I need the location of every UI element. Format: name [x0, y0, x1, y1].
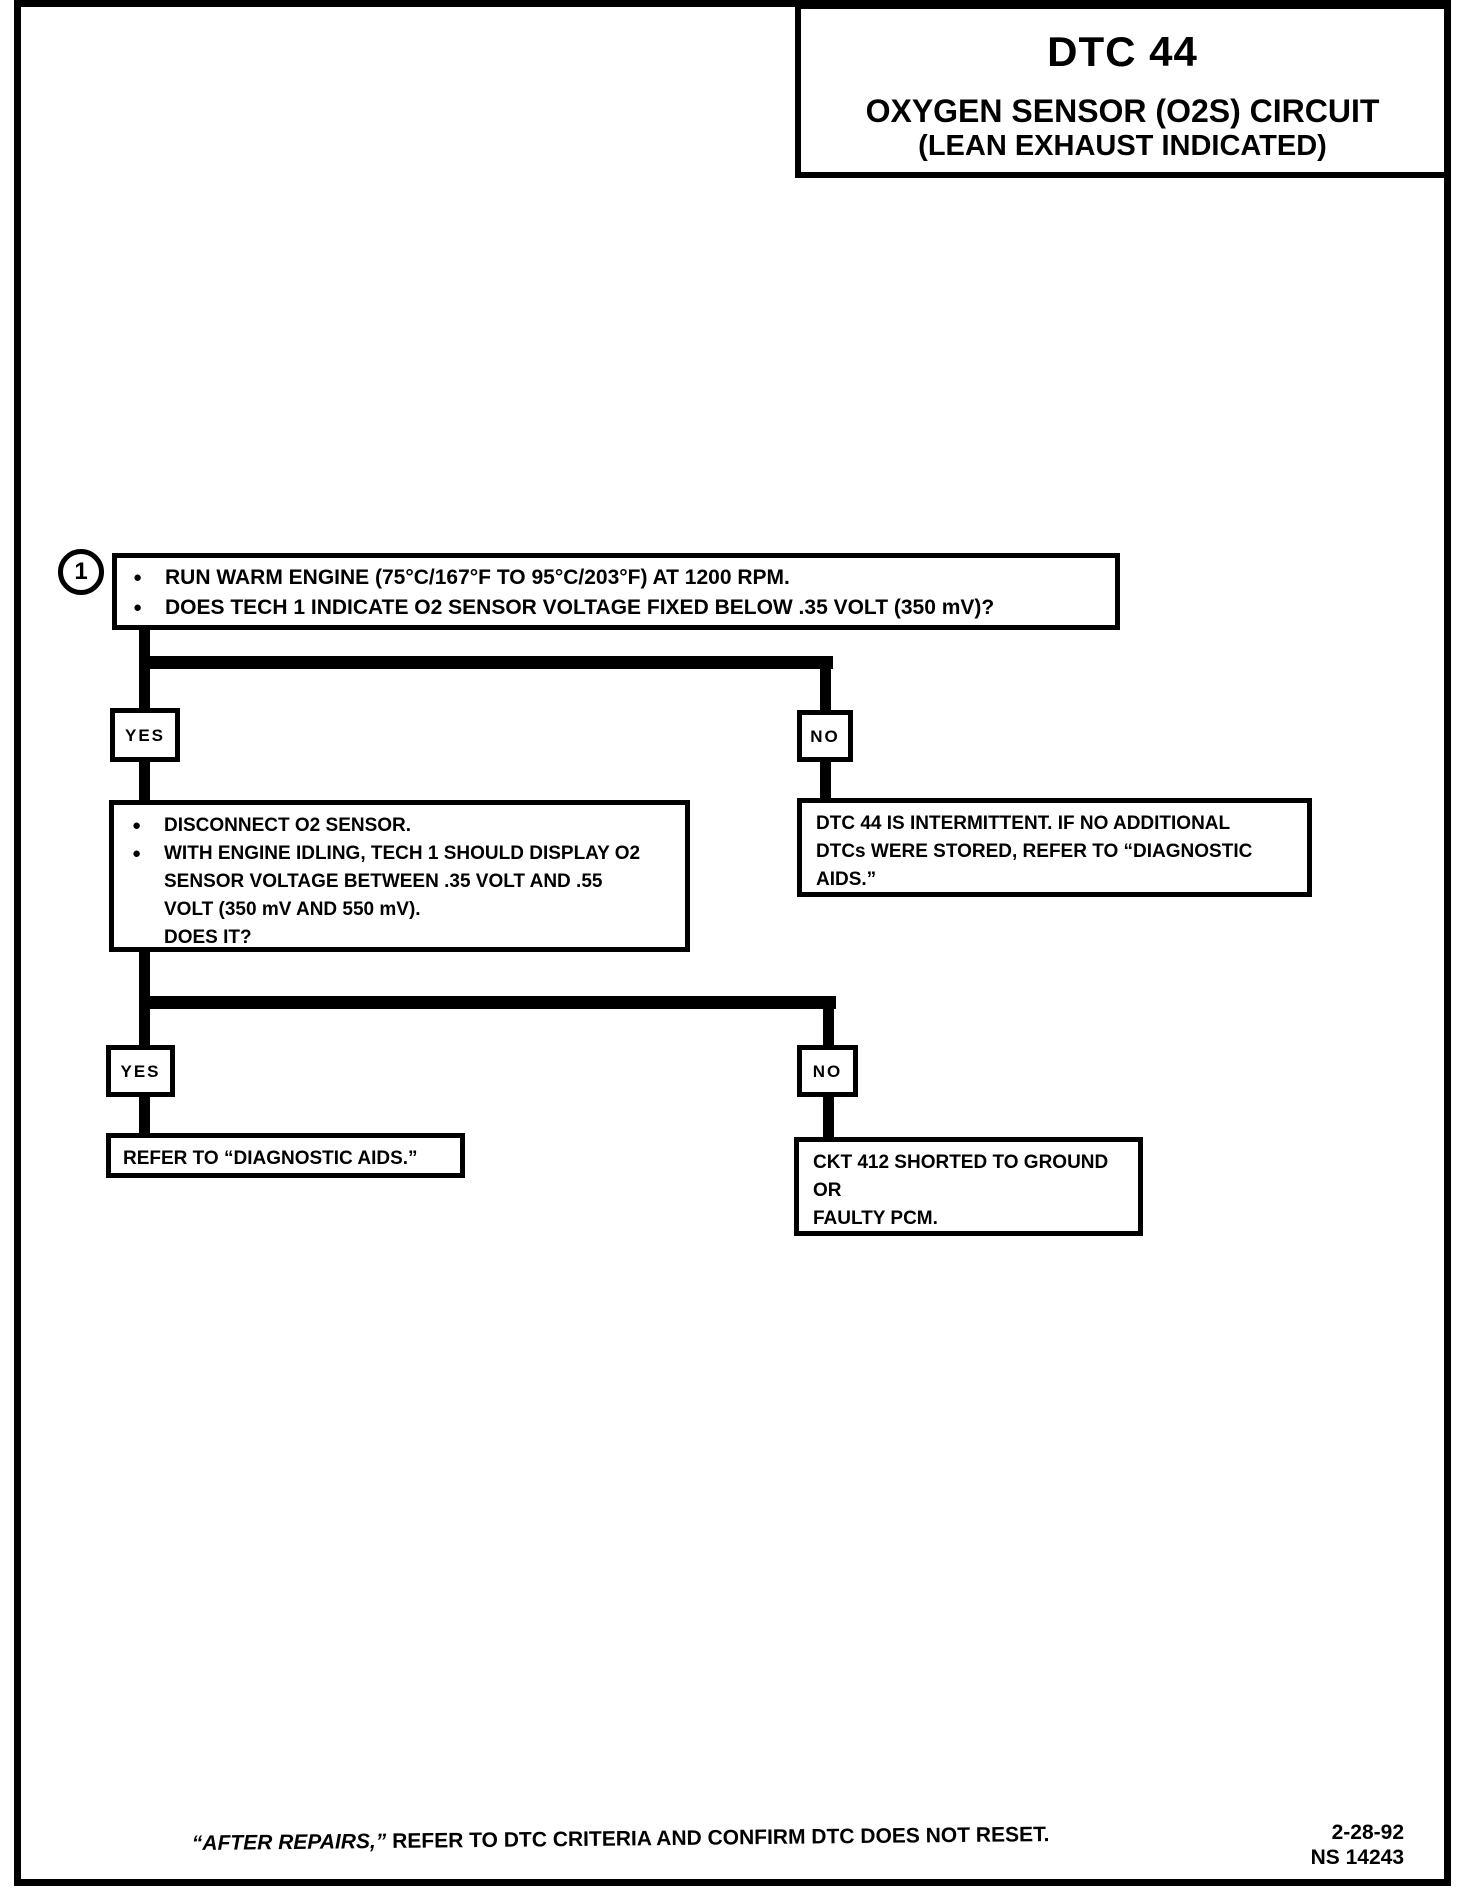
step-1-number: 1	[74, 558, 88, 585]
title-box: DTC 44 OXYGEN SENSOR (O2S) CIRCUIT (LEAN…	[795, 3, 1450, 178]
page-border	[14, 0, 1451, 1886]
connector-yes1box-stem	[139, 952, 150, 1000]
flow-box-step1: RUN WARM ENGINE (75°C/167°F TO 95°C/203°…	[112, 553, 1120, 630]
connector-branch2-no-drop	[823, 1009, 834, 1047]
title-condition: (LEAN EXHAUST INDICATED)	[918, 130, 1327, 162]
yes1-bullet-1: DISCONNECT O2 SENSOR.	[124, 812, 679, 840]
connector-yes1-drop	[139, 762, 150, 802]
step1-bullet-list: RUN WARM ENGINE (75°C/167°F TO 95°C/203°…	[125, 563, 1107, 623]
yes-1-text: YES	[124, 725, 166, 745]
flow-box-yes2-result: REFER TO “DIAGNOSTIC AIDS.”	[106, 1133, 465, 1178]
flow-label-yes-2: YES	[106, 1045, 175, 1097]
step1-bullet-2: DOES TECH 1 INDICATE O2 SENSOR VOLTAGE F…	[125, 593, 1107, 623]
connector-branch1-yes-drop	[139, 669, 150, 710]
connector-branch2-yes-drop	[139, 1009, 150, 1047]
yes-2-text: YES	[120, 1061, 161, 1081]
flow-box-no2-result: CKT 412 SHORTED TO GROUND OR FAULTY PCM.	[794, 1137, 1143, 1236]
footer-doc-number: NS 14243	[1310, 1846, 1404, 1869]
title-circuit-name: OXYGEN SENSOR (O2S) CIRCUIT	[865, 93, 1380, 129]
connector-step1-stem	[139, 628, 150, 668]
connector-yes2-drop	[139, 1097, 150, 1135]
footer-date: 2-28-92	[1331, 1821, 1404, 1844]
step-1-marker: 1	[58, 549, 104, 595]
after-repairs-note-italic: “AFTER REPAIRS,”	[191, 1829, 387, 1855]
footer-doc-info: 2-28-92 NS 14243	[1272, 1820, 1404, 1870]
flow-box-yes1-action: DISCONNECT O2 SENSOR. WITH ENGINE IDLING…	[109, 800, 690, 952]
connector-branch1-bar	[139, 656, 833, 669]
yes1-bullet-list: DISCONNECT O2 SENSOR. WITH ENGINE IDLING…	[124, 812, 679, 952]
yes1-bullet-2: WITH ENGINE IDLING, TECH 1 SHOULD DISPLA…	[124, 840, 679, 952]
connector-branch1-no-drop	[820, 669, 831, 712]
flow-label-yes-1: YES	[110, 708, 180, 762]
connector-no1-drop	[820, 762, 831, 800]
connector-branch2-bar	[139, 996, 836, 1009]
flow-box-no1-result: DTC 44 IS INTERMITTENT. IF NO ADDITIONAL…	[797, 798, 1312, 897]
connector-no2-drop	[823, 1097, 834, 1139]
dtc-code-title: DTC 44	[1047, 28, 1198, 75]
flow-label-no-2: NO	[797, 1045, 858, 1097]
no-2-text: NO	[812, 1061, 843, 1081]
step1-bullet-1: RUN WARM ENGINE (75°C/167°F TO 95°C/203°…	[125, 563, 1107, 593]
flow-label-no-1: NO	[797, 710, 853, 762]
no-1-text: NO	[810, 726, 840, 746]
